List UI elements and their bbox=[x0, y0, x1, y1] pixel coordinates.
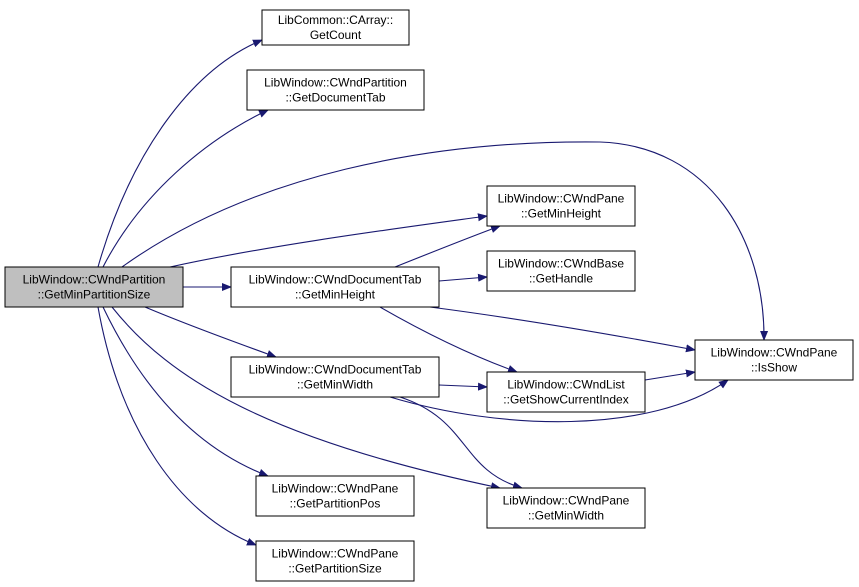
edge-line bbox=[111, 306, 501, 491]
node-method-label: ::GetMinHeight bbox=[521, 207, 602, 221]
edge-doctab_getminheight-to-base_gethandle bbox=[438, 273, 488, 282]
node-root[interactable]: LibWindow::CWndPartition::GetMinPartitio… bbox=[4, 266, 184, 308]
node-box bbox=[230, 266, 440, 308]
node-box bbox=[694, 339, 854, 381]
node-class-label: LibWindow::CWndPartition bbox=[264, 76, 407, 90]
node-method-label: ::GetMinPartitionSize bbox=[38, 288, 151, 302]
edge-line bbox=[169, 213, 488, 268]
edge-line bbox=[97, 39, 263, 268]
edge-doctab_getminwidth-to-list_getshowcurrentindex bbox=[438, 382, 488, 391]
node-box bbox=[486, 250, 636, 292]
node-box bbox=[255, 475, 415, 517]
edge-root-to-pane_getminheight bbox=[169, 213, 488, 268]
node-box bbox=[255, 540, 415, 582]
edge-root-to-part_getdoctab bbox=[102, 109, 269, 268]
node-class-label: LibCommon::CArray:: bbox=[278, 13, 393, 27]
node-class-label: LibWindow::CWndBase bbox=[498, 257, 624, 271]
node-method-label: ::IsShow bbox=[751, 361, 797, 375]
edge-line bbox=[399, 396, 523, 490]
node-base-gethandle[interactable]: LibWindow::CWndBase::GetHandle bbox=[486, 250, 636, 292]
node-method-label: ::GetMinHeight bbox=[295, 288, 376, 302]
edge-doctab_getminheight-to-pane_getminheight bbox=[394, 225, 501, 268]
edge-doctab_getminheight-to-list_getshowcurrentindex bbox=[379, 306, 518, 373]
node-pane-getminheight[interactable]: LibWindow::CWndPane::GetMinHeight bbox=[486, 185, 636, 227]
node-box bbox=[261, 9, 410, 46]
node-class-label: LibWindow::CWndPane bbox=[711, 346, 838, 360]
nodes-layer: LibWindow::CWndPartition::GetMinPartitio… bbox=[4, 9, 854, 582]
edge-root-to-carray_getcount bbox=[97, 39, 263, 268]
node-method-label: ::GetPartitionPos bbox=[290, 497, 381, 511]
edge-line bbox=[121, 141, 769, 341]
node-class-label: LibWindow::CWndPane bbox=[498, 192, 625, 206]
node-class-label: LibWindow::CWndPane bbox=[503, 494, 630, 508]
edge-line bbox=[438, 273, 488, 282]
node-method-label: ::GetPartitionSize bbox=[288, 562, 382, 576]
node-doctab-getminwidth[interactable]: LibWindow::CWndDocumentTab::GetMinWidth bbox=[230, 356, 440, 398]
node-list-getshowcurrentindex[interactable]: LibWindow::CWndList::GetShowCurrentIndex bbox=[486, 371, 646, 413]
node-box bbox=[246, 69, 425, 111]
edge-root-to-doctab_getminwidth bbox=[144, 306, 277, 358]
edges-layer bbox=[97, 39, 769, 546]
node-box bbox=[230, 356, 440, 398]
edge-line bbox=[379, 306, 518, 373]
node-method-label: GetCount bbox=[310, 28, 362, 42]
node-part-getdoctab[interactable]: LibWindow::CWndPartition::GetDocumentTab bbox=[246, 69, 425, 111]
node-pane-getpartitionpos[interactable]: LibWindow::CWndPane::GetPartitionPos bbox=[255, 475, 415, 517]
edge-root-to-pane_getpartitionsize bbox=[97, 306, 257, 546]
node-box bbox=[486, 185, 636, 227]
node-class-label: LibWindow::CWndPane bbox=[272, 482, 399, 496]
edge-root-to-pane_getpartitionpos bbox=[102, 306, 269, 477]
edge-doctab_getminheight-to-pane_isshow bbox=[429, 306, 696, 353]
edge-line bbox=[389, 379, 729, 423]
node-class-label: LibWindow::CWndDocumentTab bbox=[249, 363, 422, 377]
node-class-label: LibWindow::CWndDocumentTab bbox=[249, 273, 422, 287]
node-method-label: ::GetDocumentTab bbox=[285, 91, 385, 105]
node-method-label: ::GetHandle bbox=[529, 272, 593, 286]
node-box bbox=[486, 487, 646, 529]
node-method-label: ::GetShowCurrentIndex bbox=[503, 393, 628, 407]
node-class-label: LibWindow::CWndPane bbox=[272, 547, 399, 561]
edge-line bbox=[102, 306, 269, 477]
edge-line bbox=[438, 382, 488, 391]
edge-line bbox=[102, 109, 269, 268]
node-method-label: ::GetMinWidth bbox=[297, 378, 373, 392]
node-pane-getminwidth[interactable]: LibWindow::CWndPane::GetMinWidth bbox=[486, 487, 646, 529]
edge-doctab_getminwidth-to-pane_getminwidth bbox=[399, 396, 523, 490]
edge-line bbox=[644, 369, 696, 381]
edge-line bbox=[394, 225, 501, 268]
node-doctab-getminheight[interactable]: LibWindow::CWndDocumentTab::GetMinHeight bbox=[230, 266, 440, 308]
edge-doctab_getminwidth-to-pane_isshow bbox=[389, 379, 729, 423]
node-box bbox=[486, 371, 646, 413]
node-class-label: LibWindow::CWndList bbox=[507, 378, 625, 392]
edge-root-to-pane_getminwidth bbox=[111, 306, 501, 491]
node-carray-getcount[interactable]: LibCommon::CArray::GetCount bbox=[261, 9, 410, 46]
node-method-label: ::GetMinWidth bbox=[528, 509, 604, 523]
edge-line bbox=[97, 306, 257, 546]
node-pane-getpartitionsize[interactable]: LibWindow::CWndPane::GetPartitionSize bbox=[255, 540, 415, 582]
node-pane-isshow[interactable]: LibWindow::CWndPane::IsShow bbox=[694, 339, 854, 381]
node-class-label: LibWindow::CWndPartition bbox=[23, 273, 166, 287]
edge-root-to-pane_isshow bbox=[121, 141, 769, 341]
edge-line bbox=[144, 306, 277, 358]
node-box bbox=[4, 266, 184, 308]
edge-line bbox=[429, 306, 696, 353]
edge-list_getshowcurrentindex-to-pane_isshow bbox=[644, 369, 696, 381]
